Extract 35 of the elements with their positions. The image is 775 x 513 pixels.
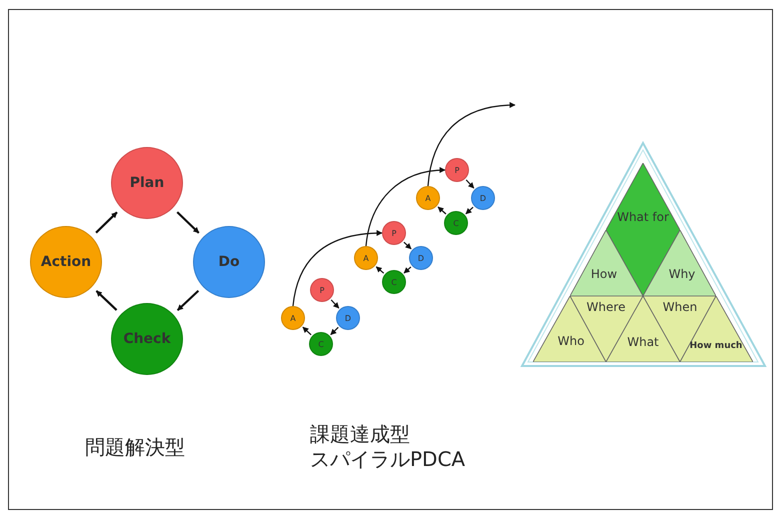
arrow — [176, 211, 200, 234]
arrow — [292, 230, 383, 306]
cycle-circle: Do — [193, 226, 265, 298]
arrow — [465, 206, 474, 214]
arrow — [376, 266, 384, 274]
arrow — [427, 102, 516, 186]
arrow — [404, 266, 412, 274]
arrow — [302, 326, 312, 336]
cycle-circle: C — [444, 211, 468, 235]
cycle-circle: Plan — [111, 147, 183, 219]
arrow — [466, 179, 474, 189]
cycle-circle: P — [310, 278, 334, 302]
arrow — [365, 167, 446, 246]
cycle-circle: D — [471, 186, 495, 210]
caption-text: スパイラルPDCA — [310, 446, 466, 473]
cycle-circle: A — [354, 246, 378, 270]
arrow — [330, 299, 340, 309]
arrow — [330, 326, 339, 336]
cycle-circle: A — [416, 186, 440, 210]
arrow — [176, 290, 200, 312]
cycle-circle: P — [445, 158, 469, 182]
cycle-circle: C — [382, 270, 406, 294]
cycle-circle: Action — [30, 226, 102, 298]
cycle-circle: P — [382, 221, 406, 245]
cycle-circle: C — [309, 332, 333, 356]
caption-text: 課題達成型 — [310, 421, 410, 448]
cycle-circle: D — [336, 306, 360, 330]
cycle-circle: A — [281, 306, 305, 330]
arrow — [95, 212, 118, 234]
cycle-circle: Check — [111, 303, 183, 375]
caption-text: 問題解決型 — [85, 434, 185, 461]
arrow — [438, 206, 446, 214]
cycle-circle: D — [409, 246, 433, 270]
arrow — [404, 242, 412, 250]
arrow — [96, 290, 118, 311]
